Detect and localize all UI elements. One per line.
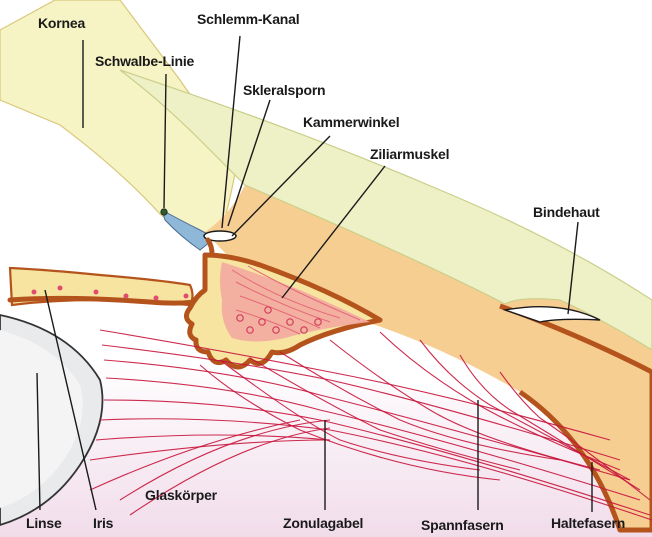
schwalbe-line-dot (161, 209, 167, 215)
label-spannfasern: Spannfasern (421, 517, 504, 533)
label-skleralsporn: Skleralsporn (243, 82, 325, 98)
label-kornea: Kornea (38, 15, 85, 31)
label-schlemm-kanal: Schlemm-Kanal (197, 11, 299, 27)
label-linse: Linse (26, 515, 62, 531)
label-zonulagabel: Zonulagabel (283, 515, 363, 531)
label-kammerwinkel: Kammerwinkel (303, 114, 399, 130)
label-iris: Iris (93, 515, 114, 531)
label-schwalbe-linie: Schwalbe-Linie (95, 53, 195, 69)
label-glaskoerper: Glaskörper (145, 487, 218, 503)
label-haltefasern: Haltefasern (551, 515, 625, 531)
label-bindehaut: Bindehaut (533, 204, 600, 220)
label-ziliarmuskel: Ziliarmuskel (370, 146, 449, 162)
